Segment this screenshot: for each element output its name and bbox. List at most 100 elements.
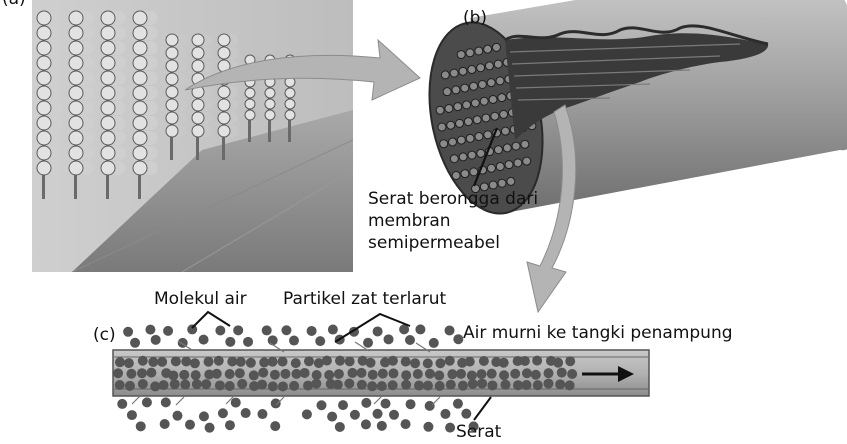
fiber-end — [474, 46, 484, 56]
vessel-end — [100, 100, 116, 116]
fiber-end — [483, 44, 493, 54]
vessel-end — [191, 46, 205, 60]
fiber-end — [520, 139, 530, 149]
fiber-end — [504, 160, 514, 170]
permeation-arrow — [275, 396, 285, 406]
water-molecule-dot — [321, 355, 332, 366]
vessel-end — [100, 130, 116, 146]
fiber-end — [456, 135, 466, 145]
outside-particle-dot — [461, 408, 472, 419]
vessel-end — [68, 85, 84, 101]
water-molecule-dot — [114, 357, 125, 368]
permeation-arrow — [131, 395, 141, 405]
water-molecule-dot — [150, 381, 161, 392]
water-molecule-dot — [367, 381, 378, 392]
water-molecule-dot — [259, 357, 270, 368]
water-molecule-dot — [457, 380, 468, 391]
vessel-end — [191, 33, 205, 47]
fiber-end — [493, 145, 503, 155]
water-molecule-dot — [214, 380, 225, 391]
outside-particle-dot — [405, 399, 416, 410]
vessel-end — [191, 124, 205, 138]
vessel-end — [165, 111, 179, 125]
water-molecule-dot — [204, 369, 215, 380]
water-molecule-dot — [512, 380, 523, 391]
fiber-end — [467, 150, 477, 160]
outside-particle-dot — [117, 398, 128, 409]
water-molecule-dot — [401, 379, 412, 390]
outside-particle-dot — [445, 422, 456, 433]
water-molecule-dot — [532, 355, 543, 366]
outside-particle-dot — [389, 409, 400, 420]
water-molecule-dot — [510, 368, 521, 379]
outside-particle-dot — [281, 325, 292, 336]
fiber-end — [467, 65, 477, 75]
water-molecule-dot — [464, 356, 475, 367]
vessel-end — [36, 115, 52, 131]
vessel-end — [132, 25, 148, 41]
water-molecule-dot — [457, 357, 468, 368]
water-molecule-dot — [356, 379, 367, 390]
fiber-end — [499, 109, 509, 119]
fiber-end — [484, 61, 494, 71]
water-molecule-dot — [387, 355, 398, 366]
vessel-end — [68, 100, 84, 116]
water-molecule-dot — [565, 356, 576, 367]
water-molecule-dot — [170, 356, 181, 367]
water-molecule-dot — [499, 370, 510, 381]
vessel-end — [132, 130, 148, 146]
water-molecule-dot — [519, 355, 530, 366]
water-molecule-dot — [291, 368, 302, 379]
water-molecule-dot — [521, 380, 532, 391]
outside-particle-dot — [383, 334, 394, 345]
water-molecule-dot — [324, 369, 335, 380]
water-molecule-dot — [277, 356, 288, 367]
water-molecule-dot — [124, 380, 135, 391]
outside-particle-dot — [376, 420, 387, 431]
water-molecule-dot — [190, 370, 201, 381]
water-molecule-dot — [401, 370, 412, 381]
water-molecule-dot — [376, 381, 387, 392]
fiber-end — [439, 139, 449, 149]
vessel-end — [244, 109, 256, 121]
vessel-end — [132, 145, 148, 161]
water-molecule-dot — [168, 370, 179, 381]
outside-particle-dot — [204, 422, 215, 433]
water-molecule-dot — [543, 378, 554, 389]
fiber-end — [495, 161, 505, 171]
fiber-end — [506, 176, 516, 186]
outside-particle-dot — [160, 397, 171, 408]
outside-particle-dot — [270, 421, 281, 432]
vessel-end — [165, 98, 179, 112]
vessel-end — [217, 46, 231, 60]
fiber-end — [472, 115, 482, 125]
water-molecule-dot — [467, 378, 478, 389]
vessel-end — [165, 85, 179, 99]
water-molecule-dot — [486, 368, 497, 379]
vessel-end — [132, 10, 148, 26]
vessel-end — [100, 25, 116, 41]
fiber-end — [476, 148, 486, 158]
vessel-end — [68, 70, 84, 86]
outside-particle-dot — [301, 409, 312, 420]
vessel-end — [217, 33, 231, 47]
water-molecule-dot — [136, 368, 147, 379]
pure-water-label: Air murni ke tangki penampung — [463, 323, 733, 343]
water-molecule-dot — [113, 368, 124, 379]
fiber-end — [469, 81, 479, 91]
water-molecule-dot — [137, 378, 148, 389]
water-molecule-dot — [248, 370, 259, 381]
outside-particle-dot — [360, 419, 371, 430]
curved-arrow-b-to-c — [526, 104, 577, 314]
water-molecule-dot — [498, 357, 509, 368]
fiber-end — [451, 85, 461, 95]
vessel-end — [100, 10, 116, 26]
outside-particle-dot — [135, 421, 146, 432]
vessel-end — [217, 111, 231, 125]
vessel-end — [132, 70, 148, 86]
vessel-end — [100, 145, 116, 161]
water-molecule-dot — [157, 356, 168, 367]
outside-particle-dot — [141, 397, 152, 408]
water-molecule-dot — [126, 368, 137, 379]
solute-particle-pointer — [334, 312, 411, 343]
